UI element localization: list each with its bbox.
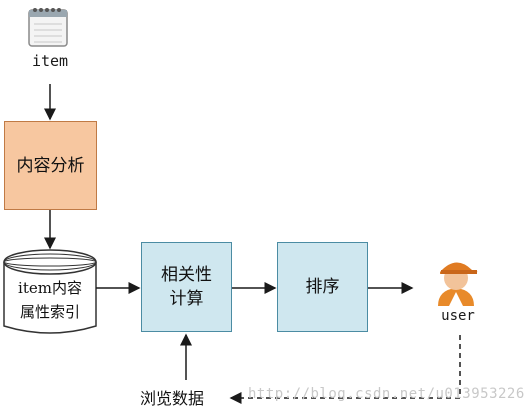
content-analysis-box: 内容分析 [4,121,97,210]
index-db-line-2: 属性索引 [19,303,80,321]
index-db-line-1: item内容 [18,279,82,297]
content-analysis-label: 内容分析 [16,155,85,176]
notepad-icon [28,8,68,47]
item-label: item [31,52,69,70]
relevance-line-1: 相关性 [161,265,212,285]
flow-diagram [3,8,478,404]
user-avatar-icon [438,262,478,306]
browse-data-label: 浏览数据 [140,389,205,408]
watermark-text: http://blog.csdn.net/u013953226 [248,386,525,402]
relevance-calculation-box: 相关性 计算 [141,242,232,332]
dashed-arrow-user-to-browse [229,335,461,404]
sort-label: 排序 [305,277,340,297]
user-label: user [441,308,475,324]
database-cylinder-icon [3,249,97,334]
sort-box: 排序 [277,242,368,332]
relevance-line-2: 计算 [169,289,204,309]
index-db-label: item内容 属性索引 [4,276,96,324]
